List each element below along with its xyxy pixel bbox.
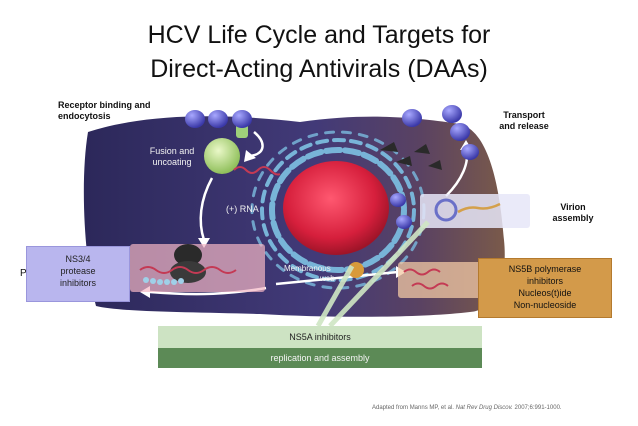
citation-prefix: Adapted from Manns MP, et al.	[372, 405, 454, 411]
replication-assembly-bar: replication and assembly	[158, 348, 482, 368]
ns5b-line-2: inhibitors	[526, 276, 564, 286]
title-line-2: Direct-Acting Antivirals (DAAs)	[150, 55, 488, 83]
ns5b-line-1: NS5B polymerase	[508, 264, 582, 274]
label-receptor-line-1: Receptor binding and	[58, 100, 151, 110]
ns3-4-protease-inhibitors-box: NS3/4 protease inhibitors	[26, 246, 130, 302]
label-virion-line-1: Virion	[560, 202, 586, 212]
released-rna	[233, 166, 281, 176]
label-clipped-left: P	[20, 268, 27, 279]
ns5b-line-4: Non-nucleoside	[513, 300, 577, 310]
polyprotein-rna	[139, 266, 237, 274]
assembly-rna	[457, 202, 501, 214]
label-transport-line-1: Transport	[503, 110, 545, 120]
ns34-line-3: inhibitors	[59, 278, 97, 288]
label-fusion-uncoating: Fusion and uncoating	[142, 146, 202, 168]
label-membranous-web: Membranous web	[284, 264, 340, 284]
ns34-line-1: NS3/4	[65, 254, 91, 264]
exiting-particles	[380, 142, 442, 170]
label-membranous-line-2: web	[320, 274, 335, 283]
label-membranous-line-1: Membranous	[284, 264, 331, 273]
ns5b-line-3: Nucleos(t)ide	[518, 288, 572, 298]
label-virion-assembly: Virion assembly	[548, 202, 598, 224]
citation-journal: Nat Rev Drug Discov.	[455, 405, 513, 411]
label-receptor-line-2: endocytosis	[58, 111, 111, 121]
polyprotein-beads	[143, 277, 184, 285]
endosome	[204, 138, 240, 174]
citation: Adapted from Manns MP, et al. Nat Rev Dr…	[372, 405, 562, 411]
label-transport-line-2: and release	[499, 121, 549, 131]
label-transport-release: Transport and release	[494, 110, 554, 132]
replicating-rna-2	[411, 282, 449, 290]
hcv-virions	[185, 105, 479, 229]
label-virion-line-2: assembly	[552, 213, 594, 223]
ns34-line-2: protease	[60, 266, 96, 276]
label-positive-rna: (+) RNA	[226, 204, 259, 214]
label-fusion-line-2: uncoating	[152, 157, 192, 167]
replicating-rna-1	[403, 268, 441, 276]
label-receptor-binding: Receptor binding and endocytosis	[58, 100, 151, 122]
title-line-1: HCV Life Cycle and Targets for	[147, 21, 491, 49]
ns5a-inhibitors-box: NS5A inhibitors	[158, 326, 482, 348]
ns5a-target-lines	[315, 220, 430, 328]
nucleus	[283, 161, 389, 255]
citation-suffix: 2007;6:991-1000.	[514, 405, 562, 411]
label-fusion-line-1: Fusion and	[149, 146, 195, 156]
ns5b-polymerase-inhibitors-box: NS5B polymerase inhibitors Nucleos(t)ide…	[478, 258, 612, 318]
assembling-virion	[434, 198, 458, 222]
